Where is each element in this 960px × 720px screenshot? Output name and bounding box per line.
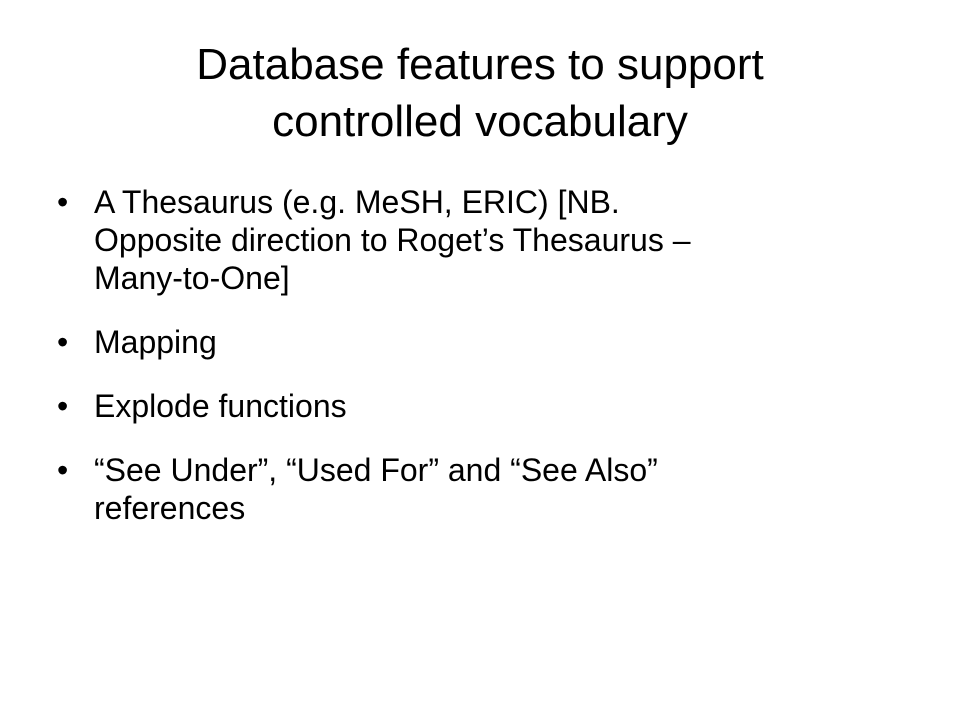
slide-title-line-2: controlled vocabulary bbox=[272, 97, 688, 146]
bullet-dot-icon: • bbox=[57, 324, 69, 360]
slide-title: Database features to support controlled … bbox=[60, 36, 900, 150]
bullet-item-references: • “See Under”, “Used For” and “See Also”… bbox=[57, 451, 917, 527]
bullet-list: • A Thesaurus (e.g. MeSH, ERIC) [NB. Opp… bbox=[57, 183, 917, 553]
bullet-dot-icon: • bbox=[57, 452, 69, 488]
bullet-item-mapping: • Mapping bbox=[57, 323, 917, 361]
bullet-text-line: references bbox=[94, 490, 246, 526]
bullet-text-line: Mapping bbox=[94, 324, 217, 360]
bullet-text-line: Opposite direction to Roget’s Thesaurus … bbox=[94, 222, 691, 258]
bullet-dot-icon: • bbox=[57, 388, 69, 424]
bullet-text-line: A Thesaurus (e.g. MeSH, ERIC) [NB. bbox=[94, 184, 620, 220]
bullet-dot-icon: • bbox=[57, 184, 69, 220]
slide-title-line-1: Database features to support bbox=[196, 40, 764, 89]
bullet-item-thesaurus: • A Thesaurus (e.g. MeSH, ERIC) [NB. Opp… bbox=[57, 183, 917, 297]
bullet-text-line: Many-to-One] bbox=[94, 260, 290, 296]
bullet-item-explode: • Explode functions bbox=[57, 387, 917, 425]
bullet-text-line: Explode functions bbox=[94, 388, 347, 424]
bullet-text-line: “See Under”, “Used For” and “See Also” bbox=[94, 452, 658, 488]
